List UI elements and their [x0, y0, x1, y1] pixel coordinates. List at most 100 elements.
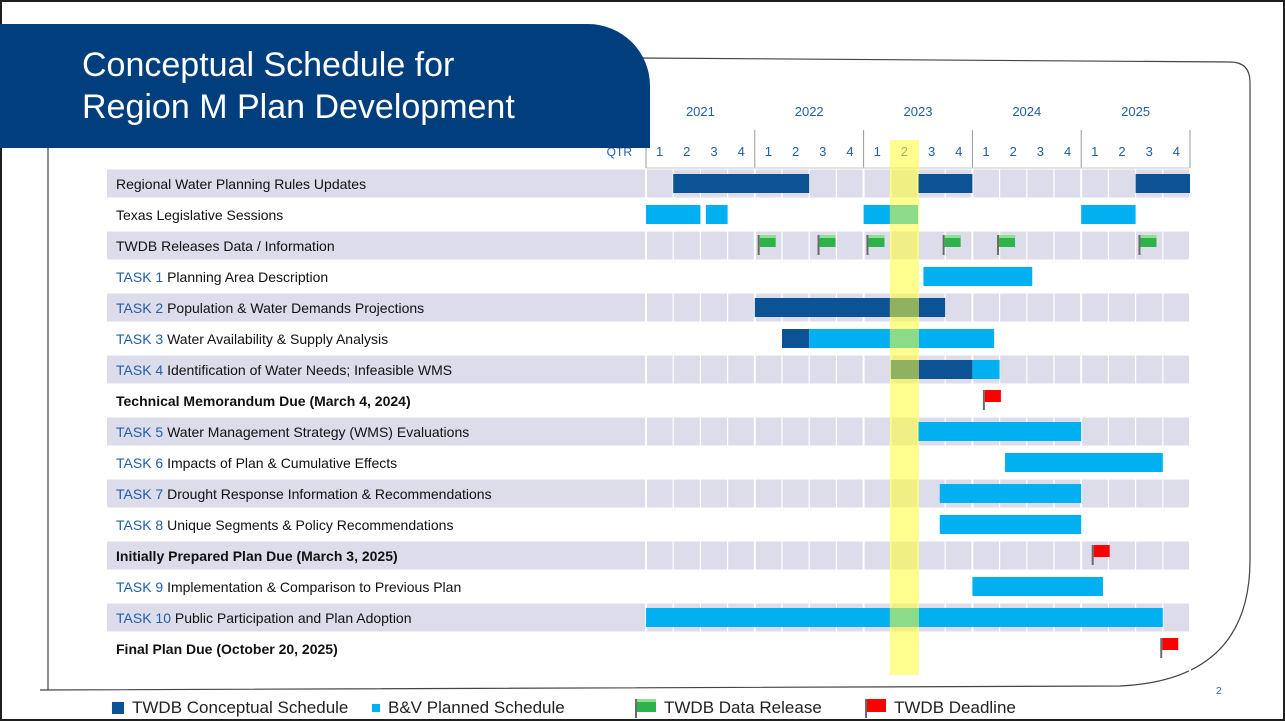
task-name: Water Management Strategy (WMS) Evaluati…	[167, 424, 469, 440]
task-name: Regional Water Planning Rules Updates	[116, 176, 366, 192]
schedule-bar	[918, 174, 973, 193]
year-label: 2023	[904, 104, 933, 119]
quarter-label: 4	[955, 144, 962, 159]
row-label: Technical Memorandum Due (March 4, 2024)	[116, 393, 411, 409]
year-label: 2021	[686, 104, 715, 119]
quarter-label: 2	[1010, 144, 1017, 159]
task-name: Technical Memorandum Due (March 4, 2024)	[116, 393, 411, 409]
schedule-bar	[972, 577, 1103, 596]
task-number: TASK 2	[116, 300, 167, 316]
task-number: TASK 7	[116, 486, 167, 502]
task-name: Final Plan Due (October 20, 2025)	[116, 641, 338, 657]
task-number: TASK 6	[116, 455, 167, 471]
red-flag-icon	[984, 390, 1001, 402]
task-name: Water Availability & Supply Analysis	[167, 331, 388, 347]
quarter-label: 1	[656, 144, 663, 159]
task-number: TASK 9	[116, 579, 167, 595]
row-band	[107, 293, 1189, 322]
green-flag-icon-pole	[817, 235, 820, 255]
row-band	[107, 355, 1189, 384]
row-label: TASK 1 Planning Area Description	[116, 269, 328, 285]
green-flag-icon-pole	[1138, 235, 1141, 255]
quarter-label: 3	[1037, 144, 1044, 159]
row-label: Final Plan Due (October 20, 2025)	[116, 641, 338, 657]
legend-label: TWDB Conceptual Schedule	[132, 698, 349, 717]
quarter-label: 1	[1091, 144, 1098, 159]
year-label: 2022	[795, 104, 824, 119]
quarter-label: 4	[1173, 144, 1180, 159]
row-label: TASK 7 Drought Response Information & Re…	[116, 486, 492, 502]
task-name: Population & Water Demands Projections	[167, 300, 424, 316]
red-flag-icon-pole	[1160, 638, 1163, 658]
red-flag-icon	[1162, 638, 1179, 650]
title-block	[40, 24, 650, 148]
task-name: Planning Area Description	[167, 269, 328, 285]
quarter-label: 4	[738, 144, 745, 159]
square-icon	[372, 704, 380, 712]
quarter-label: 2	[683, 144, 690, 159]
row-label: TASK 9 Implementation & Comparison to Pr…	[116, 579, 461, 595]
schedule-bar	[939, 515, 1082, 534]
quarter-label: 4	[846, 144, 853, 159]
row-label: Regional Water Planning Rules Updates	[116, 176, 366, 192]
task-name: Public Participation and Plan Adoption	[175, 610, 412, 626]
green-flag-icon-shine	[819, 235, 836, 238]
green-flag-icon-shine	[944, 235, 961, 238]
task-number: TASK 3	[116, 331, 167, 347]
red-flag-icon	[1093, 545, 1110, 557]
red-flag-icon	[865, 699, 886, 718]
quarter-label: 2	[792, 144, 799, 159]
quarter-label: 1	[982, 144, 989, 159]
row-label: TASK 10 Public Participation and Plan Ad…	[116, 610, 412, 626]
task-number: TASK 4	[116, 362, 167, 378]
row-label: Texas Legislative Sessions	[116, 207, 283, 223]
task-number: TASK 8	[116, 517, 167, 533]
page-number: 2	[1216, 686, 1222, 697]
schedule-bar	[939, 484, 1082, 503]
schedule-bar	[705, 205, 728, 224]
task-name: TWDB Releases Data / Information	[116, 238, 335, 254]
task-name: Impacts of Plan & Cumulative Effects	[167, 455, 397, 471]
red-flag-icon-pole	[1091, 545, 1094, 565]
row-label: TWDB Releases Data / Information	[116, 238, 335, 254]
quarter-label: 1	[765, 144, 772, 159]
schedule-bar	[1081, 205, 1136, 224]
row-band	[107, 541, 1189, 570]
year-label: 2024	[1012, 104, 1041, 119]
schedule-bar	[923, 267, 1033, 286]
legend-label: TWDB Data Release	[664, 698, 822, 717]
task-name: Texas Legislative Sessions	[116, 207, 283, 223]
quarter-label: 2	[1118, 144, 1125, 159]
task-name: Initially Prepared Plan Due (March 3, 20…	[116, 548, 398, 564]
green-flag-icon-pole	[942, 235, 945, 255]
task-name: Identification of Water Needs; Infeasibl…	[167, 362, 452, 378]
schedule-bar	[918, 422, 1082, 441]
legend-data-release: TWDB Data Release	[632, 696, 822, 720]
schedule-bar	[972, 360, 1000, 379]
square-icon	[112, 702, 124, 714]
green-flag-icon-shine	[999, 235, 1016, 238]
row-label: TASK 8 Unique Segments & Policy Recommen…	[116, 517, 453, 533]
green-flag-icon-pole	[997, 235, 1000, 255]
green-flag-icon	[635, 699, 656, 718]
task-number: TASK 5	[116, 424, 167, 440]
task-name: Drought Response Information & Recommend…	[167, 486, 492, 502]
task-name: Unique Segments & Policy Recommendations	[167, 517, 453, 533]
slide-title-line1: Conceptual Schedule for	[82, 46, 455, 84]
row-label: TASK 2 Population & Water Demands Projec…	[116, 300, 424, 316]
red-flag-icon-pole	[982, 390, 985, 410]
qtr-label: QTR	[607, 145, 633, 159]
row-label: TASK 5 Water Management Strategy (WMS) E…	[116, 424, 469, 440]
legend-label: B&V Planned Schedule	[388, 698, 565, 717]
row-label: TASK 6 Impacts of Plan & Cumulative Effe…	[116, 455, 397, 471]
green-flag-icon-pole	[866, 235, 869, 255]
schedule-bar	[646, 205, 701, 224]
task-number: TASK 1	[116, 269, 167, 285]
schedule-bar	[1135, 174, 1190, 193]
schedule-bar	[782, 329, 810, 348]
highlight-column	[889, 140, 919, 675]
legend-deadline: TWDB Deadline	[862, 696, 1016, 720]
slide-title-line2: Region M Plan Development	[82, 88, 515, 126]
schedule-bar	[673, 174, 810, 193]
row-label: Initially Prepared Plan Due (March 3, 20…	[116, 548, 398, 564]
